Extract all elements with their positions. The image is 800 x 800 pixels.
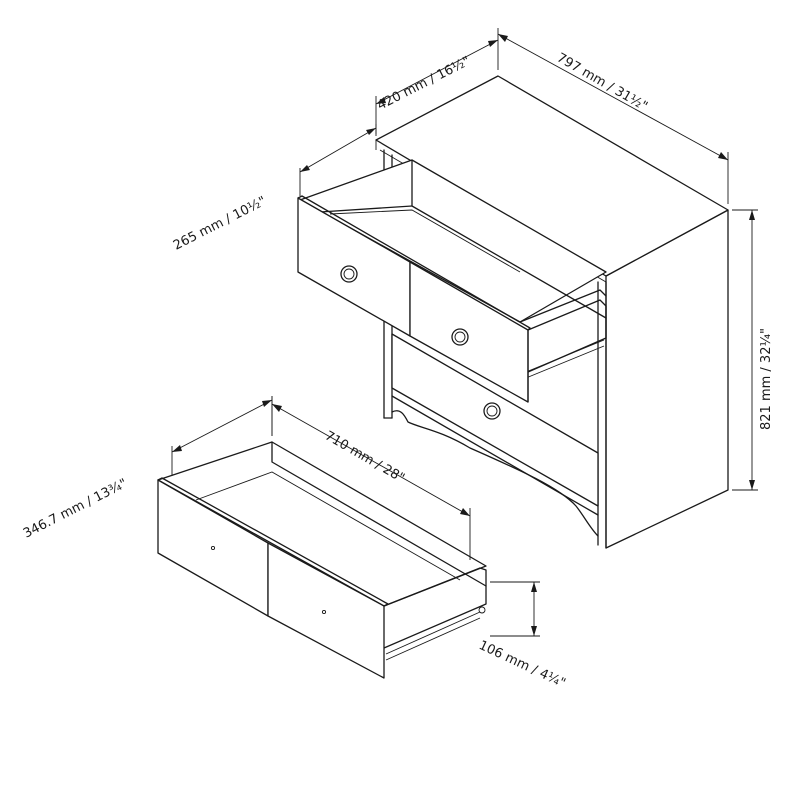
pull-hole-left: [210, 545, 216, 551]
dresser-bottom-drawer: [391, 333, 599, 507]
dresser-apron: [391, 410, 599, 537]
pull-hole-right: [321, 609, 327, 615]
open-drawer-box: [299, 159, 607, 323]
drawer-knob-right: [451, 328, 469, 346]
loose-drawer-box: [157, 441, 487, 607]
drawer-height-label: 106 mm / 4¼": [476, 638, 567, 691]
drawer-open-label: 265 mm / 10½": [171, 194, 269, 254]
bottom-drawer-knob: [483, 402, 501, 420]
drawer-knob-left: [340, 265, 358, 283]
drawer-depth-label: 346.7 mm / 13¾": [21, 476, 130, 541]
height-label: 821 mm / 32¼": [759, 328, 774, 430]
dresser: [297, 75, 729, 549]
loose-drawer-front-right: [267, 542, 385, 679]
dimension-lines: [171, 28, 758, 637]
drawer-width-label: 710 mm / 28": [322, 428, 407, 486]
loose-drawer: [157, 441, 487, 679]
width-label: 797 mm / 31½": [554, 50, 650, 114]
